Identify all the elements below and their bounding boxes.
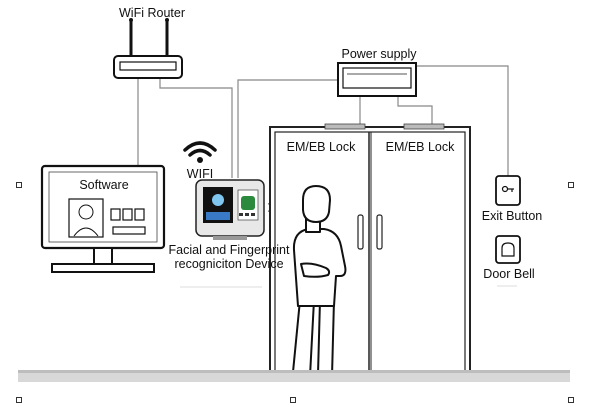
- selection-handle[interactable]: [16, 397, 22, 403]
- selection-handle[interactable]: [568, 182, 574, 188]
- floor: [18, 370, 570, 382]
- wifi-router-label: WiFi Router: [119, 6, 185, 20]
- software-label: Software: [79, 178, 129, 192]
- selection-handle[interactable]: [16, 182, 22, 188]
- door-bell-label: Door Bell: [483, 267, 535, 281]
- power-supply-icon: [337, 62, 417, 97]
- face-recognition-terminal-icon: [195, 179, 265, 240]
- exit-button-label: Exit Button: [481, 209, 543, 223]
- computer-monitor-icon: [40, 164, 166, 273]
- power-supply-label: Power supply: [341, 47, 417, 61]
- selection-handle[interactable]: [290, 397, 296, 403]
- device-label: Facial and Fingerprint recogniciton Devi…: [169, 243, 290, 271]
- connection-cables: [137, 65, 509, 178]
- cable-power-to-lock-right: [397, 96, 433, 124]
- wifi-signal-icon: [183, 141, 217, 163]
- lock-right-label: EM/EB Lock: [385, 140, 455, 154]
- lock-left-label: EM/EB Lock: [286, 140, 356, 154]
- wifi-label: WIFI: [186, 167, 214, 181]
- cable-router-to-device: [159, 78, 233, 178]
- selection-handle[interactable]: [568, 397, 574, 403]
- exit-button-icon: [495, 175, 521, 206]
- cable-power-to-exit-button: [416, 65, 509, 176]
- cable-power-to-device: [237, 79, 338, 178]
- device-label-line1: Facial and Fingerprint: [168, 243, 290, 257]
- device-label-line2: recogniciton Device: [174, 257, 284, 271]
- wifi-router-icon: [113, 18, 183, 79]
- door-bell-icon: [495, 235, 521, 264]
- person-icon: [292, 185, 347, 382]
